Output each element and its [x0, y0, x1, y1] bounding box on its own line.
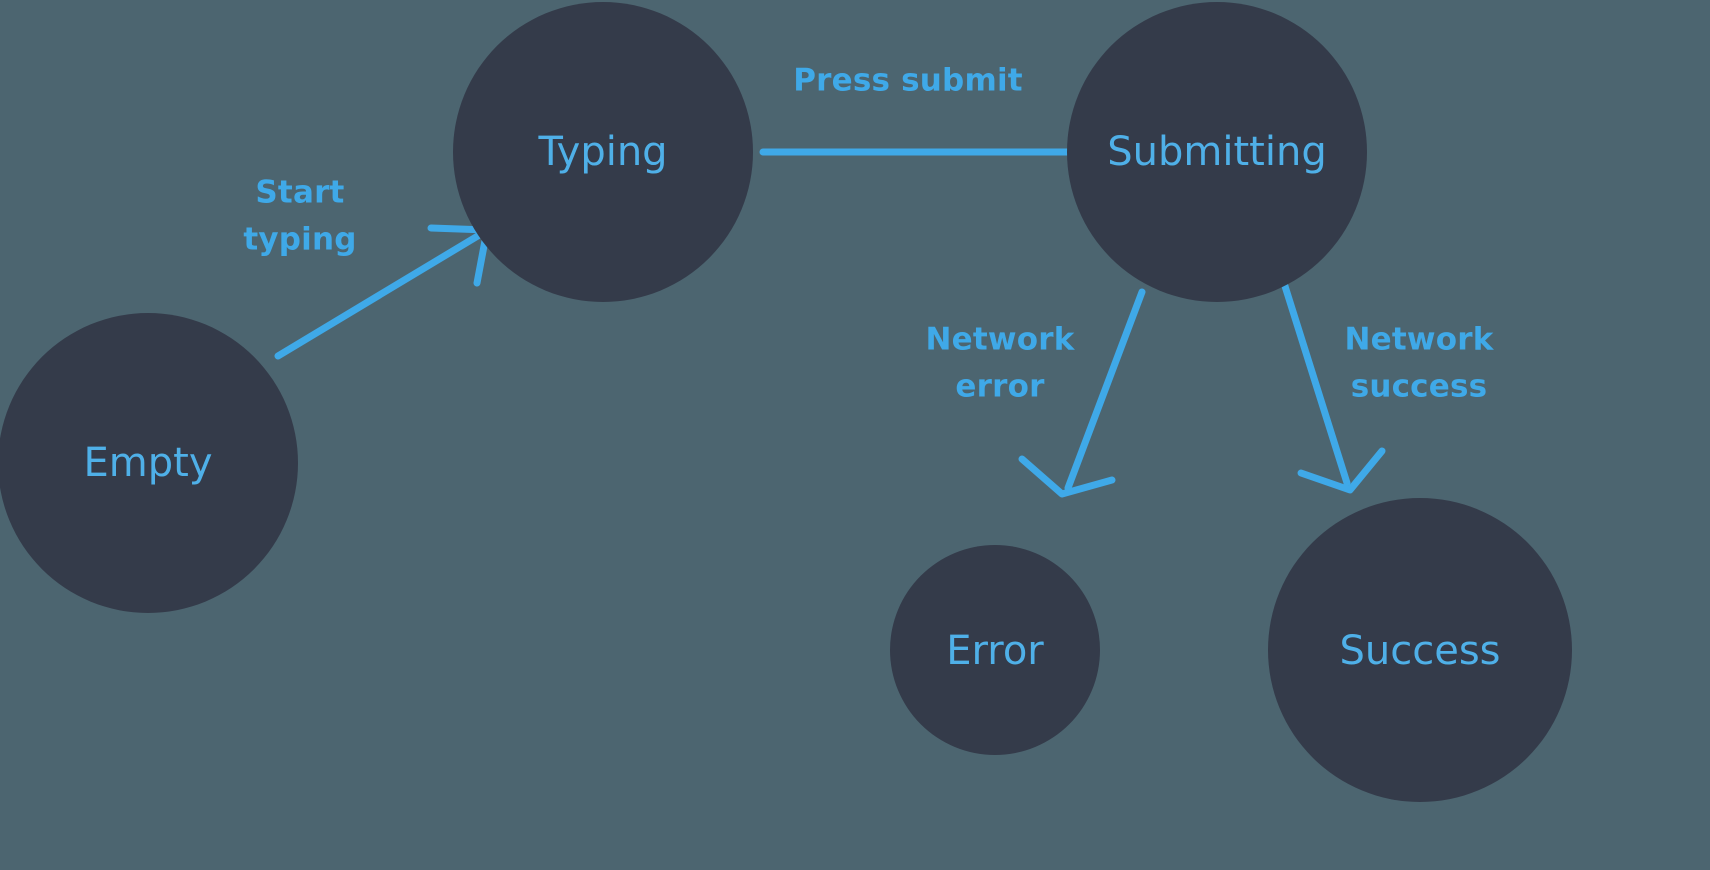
node-typing-label: Typing	[537, 129, 667, 175]
node-success-circle	[1268, 498, 1572, 802]
node-error-label: Error	[946, 628, 1044, 674]
edge-submitting-to-error-arrowhead	[1018, 455, 1116, 498]
node-empty-circle	[0, 313, 298, 613]
node-empty-label: Empty	[84, 440, 213, 486]
node-success[interactable]: Success	[1268, 498, 1572, 802]
edge-label-network-success-line1: Network	[1344, 322, 1494, 358]
edge-label-network-error-line1: Network	[925, 322, 1075, 358]
node-success-label: Success	[1339, 628, 1500, 674]
node-empty[interactable]: Empty	[0, 313, 298, 613]
edge-empty-to-typing-line	[274, 227, 490, 360]
edge-submitting-to-success-arrowhead	[1297, 447, 1386, 494]
edge-label-press-submit-line1: Press submit	[793, 63, 1023, 99]
edge-label-start-typing-line2: typing	[243, 222, 356, 258]
edge-submitting-to-error-line	[1064, 288, 1146, 492]
edge-submitting-to-error[interactable]	[1018, 288, 1146, 498]
edge-label-network-error: Network error	[925, 322, 1075, 405]
edge-submitting-to-success[interactable]	[1280, 279, 1386, 494]
edge-label-start-typing: Start typing	[243, 175, 356, 258]
edge-label-press-submit: Press submit	[793, 63, 1023, 99]
edge-label-network-success: Network success	[1344, 322, 1494, 405]
node-submitting-label: Submitting	[1107, 129, 1326, 175]
node-typing-circle	[453, 2, 753, 302]
node-error[interactable]: Error	[890, 545, 1100, 755]
node-submitting[interactable]: Submitting	[1067, 2, 1367, 302]
edge-label-start-typing-line1: Start	[255, 175, 344, 211]
node-submitting-circle	[1067, 2, 1367, 302]
node-error-circle	[890, 545, 1100, 755]
edge-label-network-error-line2: error	[955, 369, 1045, 405]
node-typing[interactable]: Typing	[453, 2, 753, 302]
edge-label-network-success-line2: success	[1351, 369, 1488, 405]
edge-submitting-to-success-line	[1280, 279, 1351, 487]
